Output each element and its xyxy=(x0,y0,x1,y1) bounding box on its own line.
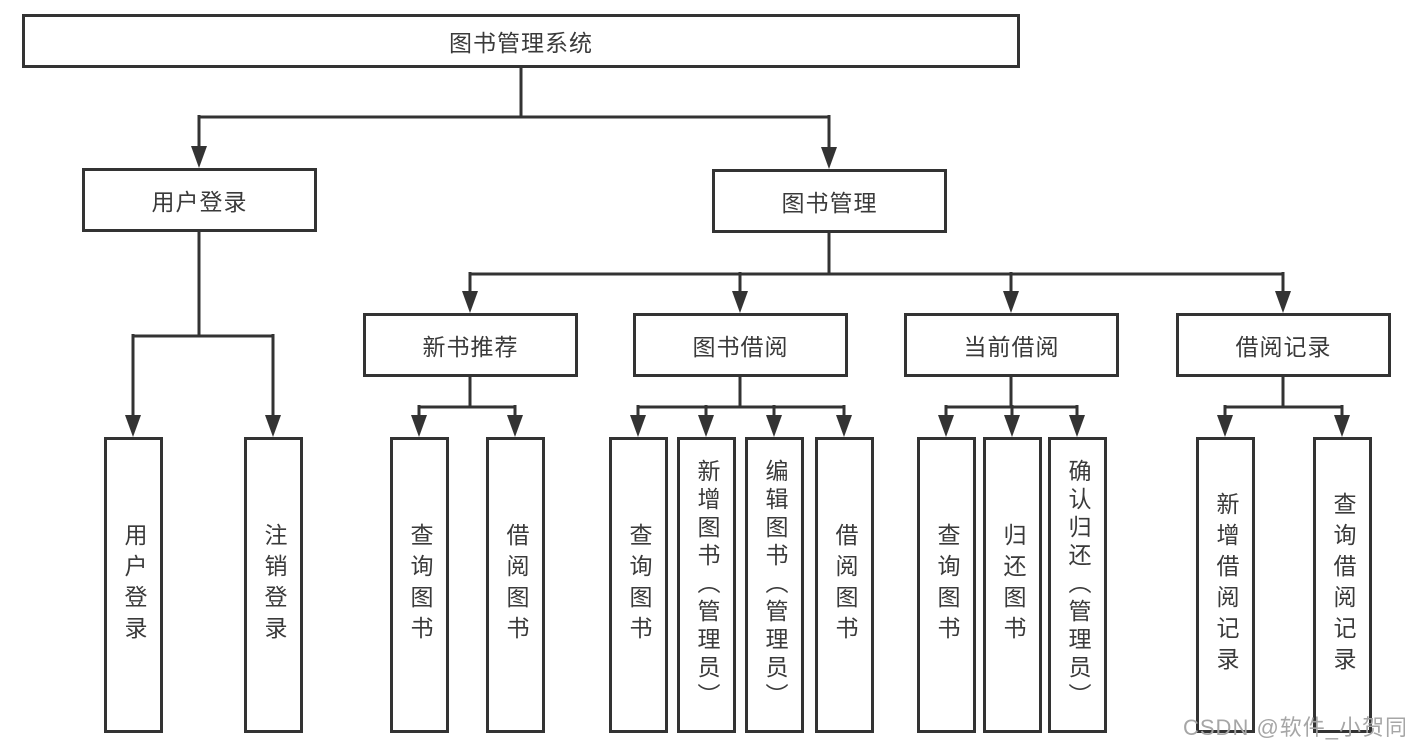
leaf-cb-confirm-return-label: 确认归还（管理员） xyxy=(1065,459,1091,711)
node-borrow-records-label: 借阅记录 xyxy=(1235,334,1332,360)
node-book-borrow-label: 图书借阅 xyxy=(692,334,789,360)
leaf-br-add-record: 新增借阅记录 xyxy=(1196,437,1255,733)
leaf-bb-add-books-label: 新增图书（管理员） xyxy=(694,459,720,711)
leaf-rec-query-books-label: 查询图书 xyxy=(407,523,433,647)
leaf-user-login: 用户登录 xyxy=(104,437,163,733)
leaf-bb-borrow-books: 借阅图书 xyxy=(815,437,874,733)
leaf-bb-query-books: 查询图书 xyxy=(609,437,668,733)
node-new-book-recommend: 新书推荐 xyxy=(363,313,578,377)
node-user-login-branch-label: 用户登录 xyxy=(151,189,248,215)
node-borrow-records: 借阅记录 xyxy=(1176,313,1391,377)
leaf-cb-query-books: 查询图书 xyxy=(917,437,976,733)
node-current-borrow: 当前借阅 xyxy=(904,313,1119,377)
node-new-book-recommend-label: 新书推荐 xyxy=(422,334,519,360)
node-current-borrow-label: 当前借阅 xyxy=(963,334,1060,360)
leaf-br-add-record-label: 新增借阅记录 xyxy=(1213,492,1239,678)
node-book-borrow: 图书借阅 xyxy=(633,313,848,377)
leaf-bb-edit-books-label: 编辑图书（管理员） xyxy=(762,459,788,711)
leaf-bb-edit-books: 编辑图书（管理员） xyxy=(745,437,804,733)
leaf-cb-confirm-return: 确认归还（管理员） xyxy=(1048,437,1107,733)
leaf-bb-query-books-label: 查询图书 xyxy=(626,523,652,647)
leaf-rec-borrow-books: 借阅图书 xyxy=(486,437,545,733)
csdn-watermark: CSDN @软件_小贺同学 xyxy=(1183,715,1405,740)
leaf-bb-add-books: 新增图书（管理员） xyxy=(677,437,736,733)
leaf-br-query-record-label: 查询借阅记录 xyxy=(1330,492,1356,678)
leaf-bb-borrow-books-label: 借阅图书 xyxy=(832,523,858,647)
node-root-system: 图书管理系统 xyxy=(22,14,1020,68)
node-root-label: 图书管理系统 xyxy=(449,30,593,56)
leaf-logout: 注销登录 xyxy=(244,437,303,733)
leaf-rec-borrow-books-label: 借阅图书 xyxy=(503,523,529,647)
leaf-rec-query-books: 查询图书 xyxy=(390,437,449,733)
node-book-management-branch-label: 图书管理 xyxy=(781,190,878,216)
leaf-cb-return-books: 归还图书 xyxy=(983,437,1042,733)
node-book-management-branch: 图书管理 xyxy=(712,169,947,233)
leaf-user-login-label: 用户登录 xyxy=(121,523,147,647)
leaf-logout-label: 注销登录 xyxy=(261,523,287,647)
node-user-login-branch: 用户登录 xyxy=(82,168,317,232)
leaf-cb-query-books-label: 查询图书 xyxy=(934,523,960,647)
leaf-br-query-record: 查询借阅记录 xyxy=(1313,437,1372,733)
leaf-cb-return-books-label: 归还图书 xyxy=(1000,523,1026,647)
